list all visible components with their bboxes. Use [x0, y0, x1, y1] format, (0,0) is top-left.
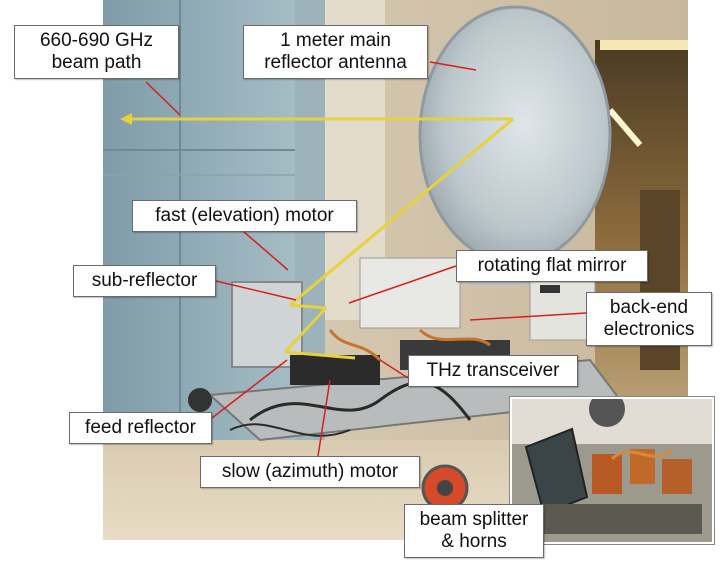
inset-photo [510, 397, 714, 544]
label-feed-reflector-text: feed reflector [85, 417, 196, 438]
label-sub-reflector-text: sub-reflector [91, 270, 198, 291]
label-feed-reflector: feed reflector [69, 412, 212, 444]
label-main-reflector-line1: 1 meter main [280, 30, 391, 51]
pointer-lines [145, 61, 587, 506]
label-slow-motor-text: slow (azimuth) motor [221, 461, 399, 482]
label-back-end: back-end electronics [586, 292, 712, 346]
beam-path-lines [127, 117, 514, 360]
label-back-end-line2: electronics [603, 319, 695, 340]
beam-splitter-plate [524, 427, 589, 516]
label-main-reflector-line2: reflector antenna [264, 52, 407, 73]
beam-arrowhead [120, 113, 132, 125]
sub-reflector-frame [231, 281, 303, 368]
label-fast-motor: fast (elevation) motor [132, 200, 357, 232]
label-thz-transceiver: THz transceiver [408, 355, 578, 387]
label-slow-motor: slow (azimuth) motor [200, 456, 420, 488]
label-beam-path-line1: 660-690 GHz [39, 30, 153, 51]
label-back-end-line1: back-end [609, 297, 689, 318]
label-beam-splitter-line2: & horns [441, 531, 507, 552]
label-beam-path: 660-690 GHz beam path [14, 25, 179, 79]
label-beam-splitter-line1: beam splitter [419, 509, 529, 530]
label-rotating-mirror: rotating flat mirror [456, 250, 648, 282]
label-main-reflector: 1 meter main reflector antenna [243, 25, 428, 79]
label-sub-reflector: sub-reflector [73, 265, 216, 297]
electronics-box [359, 257, 461, 329]
label-beam-splitter: beam splitter & horns [404, 504, 544, 558]
label-fast-motor-text: fast (elevation) motor [155, 205, 334, 226]
label-beam-path-line2: beam path [51, 52, 142, 73]
label-thz-transceiver-text: THz transceiver [426, 360, 560, 381]
main-reflector-dish [418, 5, 612, 265]
label-rotating-mirror-text: rotating flat mirror [477, 255, 627, 276]
